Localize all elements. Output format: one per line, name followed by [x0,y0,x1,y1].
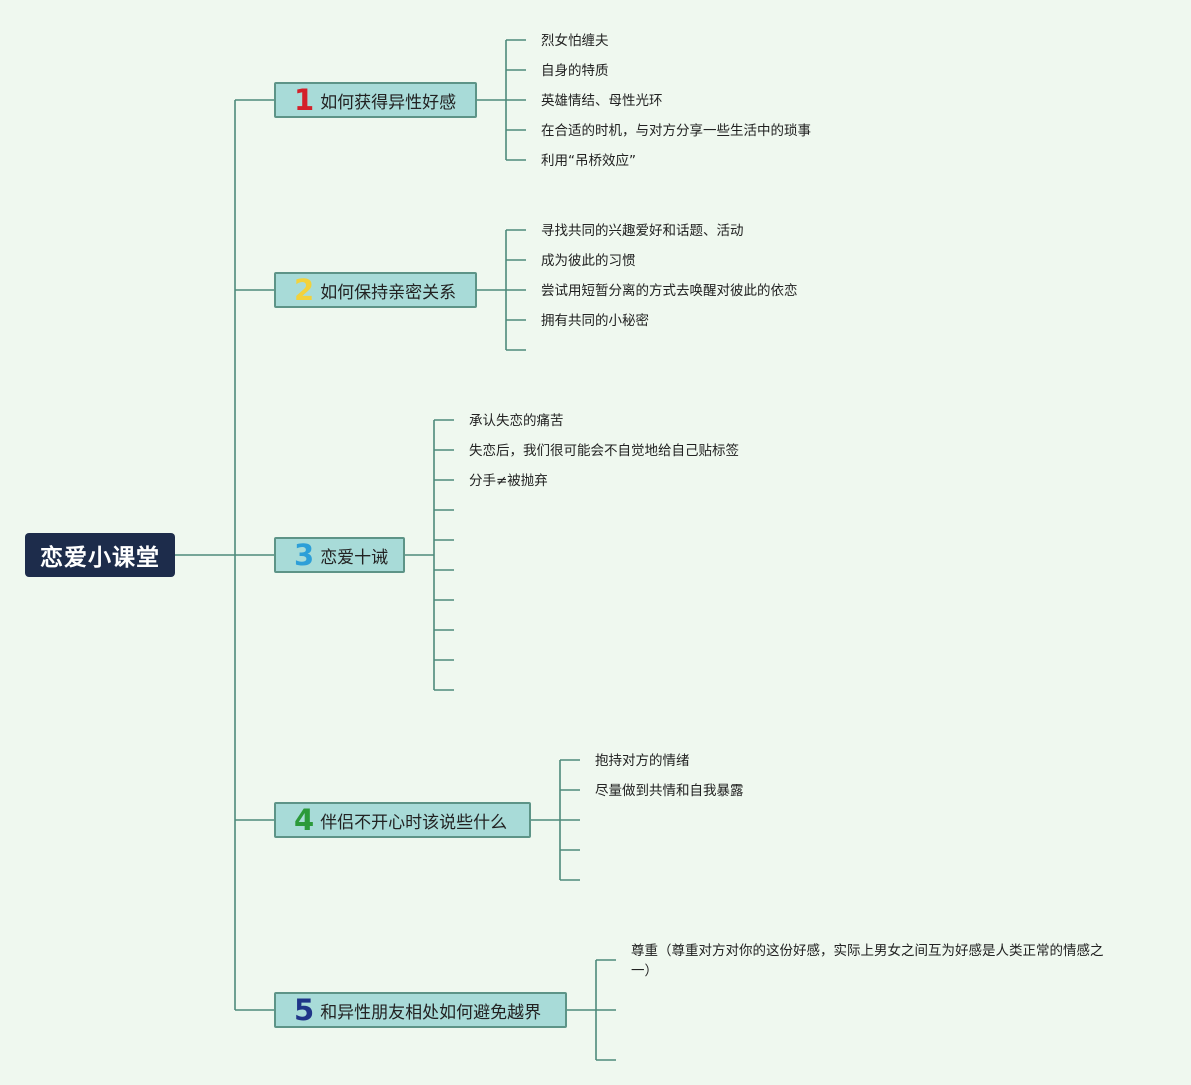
branch-topic-4[interactable]: 4 伴侣不开心时该说些什么 [274,802,531,838]
branch-number-4: 4 [294,802,315,837]
root-title: 恋爱小课堂 [40,545,160,571]
leaf-item[interactable]: 失恋后，我们很可能会不自觉地给自己贴标签 [469,443,739,459]
branch-topic-2[interactable]: 2 如何保持亲密关系 [274,272,477,308]
branch-label-2: 如何保持亲密关系 [320,282,457,303]
branch-number-3: 3 [294,537,315,572]
leaf-item[interactable]: 在合适的时机，与对方分享一些生活中的琐事 [541,123,811,139]
leaf-item[interactable]: 拥有共同的小秘密 [541,313,649,329]
leaf-item[interactable]: 自身的特质 [541,63,609,79]
leaf-item[interactable]: 成为彼此的习惯 [541,253,636,269]
branch-label-3: 恋爱十诫 [320,547,389,568]
leaf-item[interactable]: 尽量做到共情和自我暴露 [595,783,744,799]
branch-number-1: 1 [294,82,315,117]
branch-topic-1[interactable]: 1 如何获得异性好感 [274,82,477,118]
leaf-item[interactable]: 分手≠被抛弃 [469,473,548,489]
branch-number-5: 5 [294,992,315,1027]
leaf-item[interactable]: 英雄情结、母性光环 [541,93,663,109]
branch-number-2: 2 [294,272,315,307]
leaf-item[interactable]: 尊重（尊重对方对你的这份好感，实际上男女之间互为好感是人类正常的情感之一） [631,943,1104,979]
root-topic[interactable]: 恋爱小课堂 [25,533,175,577]
leaf-item[interactable]: 承认失恋的痛苦 [469,413,564,429]
branch-label-5: 和异性朋友相处如何避免越界 [320,1002,542,1023]
leaf-item[interactable]: 抱持对方的情绪 [595,753,690,769]
leaf-item[interactable]: 尝试用短暂分离的方式去唤醒对彼此的依恋 [541,283,798,299]
branch-label-1: 如何获得异性好感 [320,92,457,113]
leaf-item[interactable]: 烈女怕缠夫 [541,33,609,49]
branch-topic-3[interactable]: 3 恋爱十诫 [274,537,405,573]
leaf-item[interactable]: 寻找共同的兴趣爱好和话题、活动 [541,223,744,239]
branch-topic-5[interactable]: 5 和异性朋友相处如何避免越界 [274,992,567,1028]
branch-label-4: 伴侣不开心时该说些什么 [320,812,508,833]
leaf-item[interactable]: 利用“吊桥效应” [541,153,636,169]
